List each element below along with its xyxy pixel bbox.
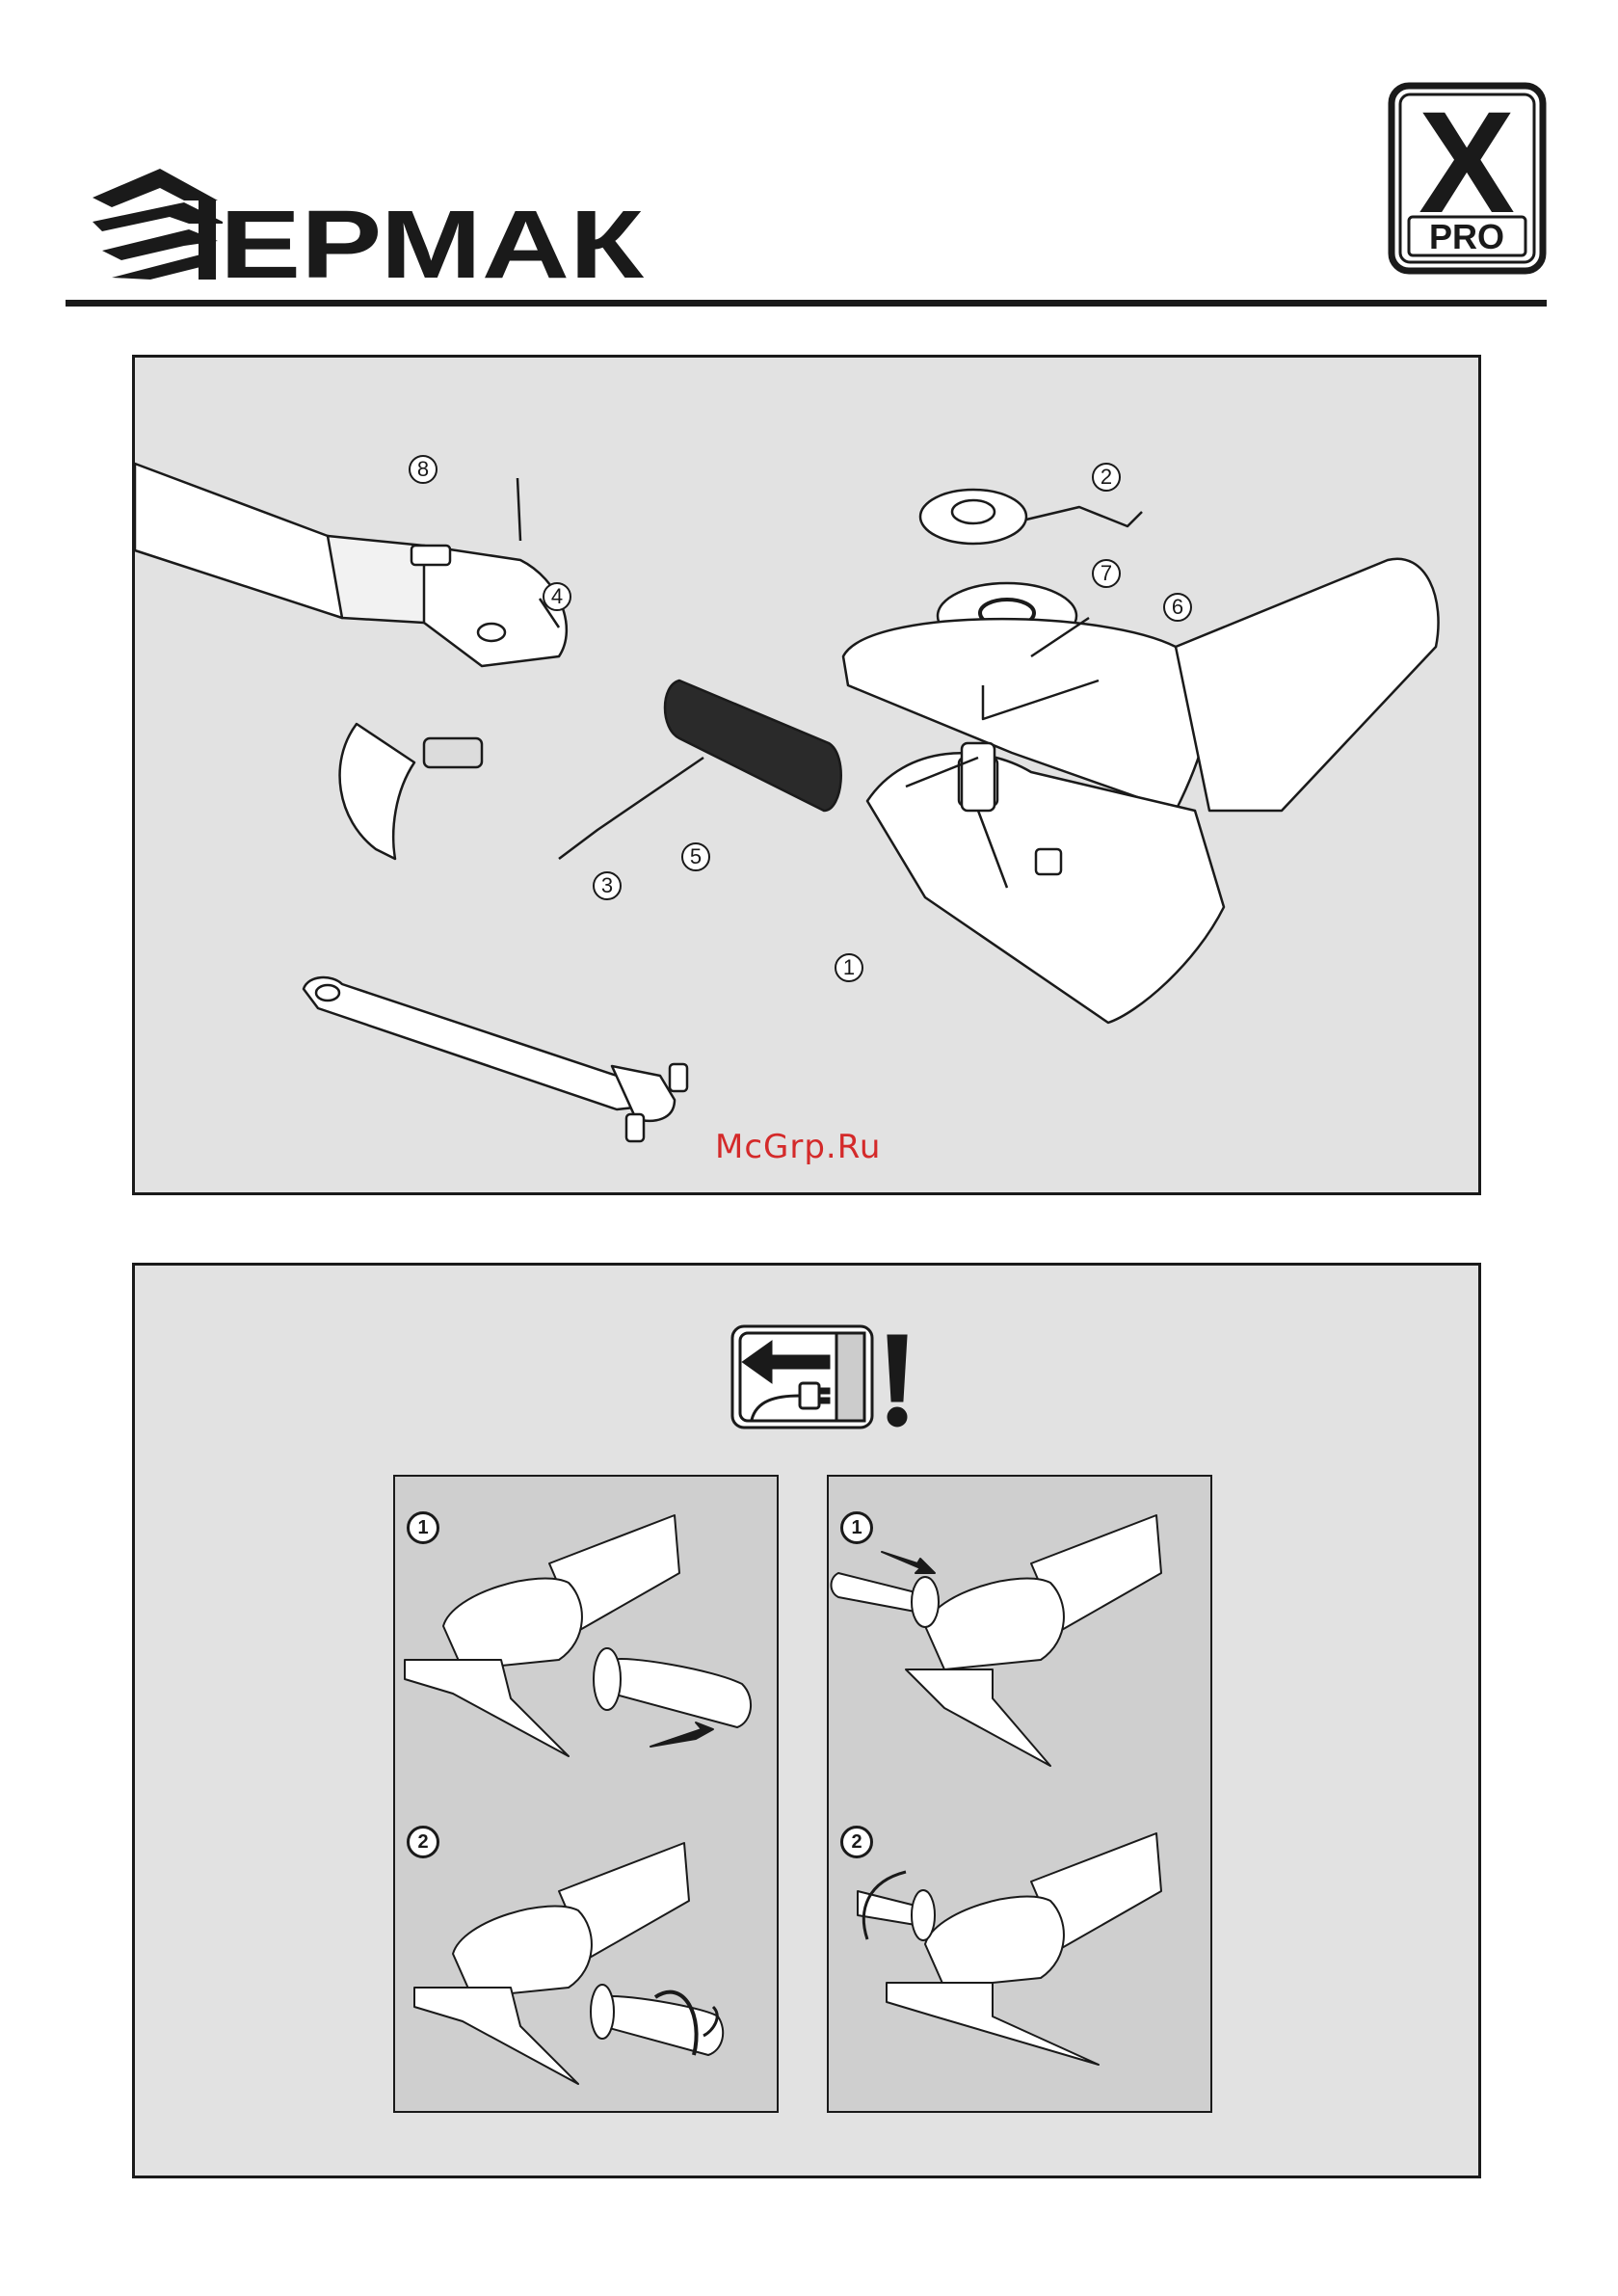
- x-pro-badge: X PRO: [1388, 82, 1547, 275]
- header-rule: [66, 300, 1547, 307]
- ermak-logo: ЕРМАК: [93, 164, 651, 284]
- badge-pro: PRO: [1429, 217, 1504, 256]
- part-label-2: 2: [1092, 463, 1121, 492]
- parts-diagram: [135, 358, 1484, 1198]
- unplug-before-service-icon: [135, 1266, 1484, 1478]
- part-label-3: 3: [593, 871, 622, 900]
- handle-install-right-illustration: [829, 1477, 1214, 2115]
- part-label-1: 1: [835, 953, 863, 982]
- brand-wordmark: ЕРМАК: [220, 191, 645, 299]
- part-label-4: 4: [543, 582, 571, 611]
- part-label-8: 8: [409, 455, 438, 484]
- handle-install-right-panel: 1 2: [827, 1475, 1212, 2113]
- part-label-7: 7: [1092, 559, 1121, 588]
- part-label-6: 6: [1163, 593, 1192, 622]
- watermark: McGrp.Ru: [715, 1128, 881, 1166]
- part-label-5: 5: [681, 842, 710, 871]
- parts-diagram-panel: 8 4 5 3 2 7 6 1: [132, 355, 1481, 1195]
- handle-install-left-illustration: [395, 1477, 781, 2115]
- handle-installation-panel: 1 2 1 2: [132, 1263, 1481, 2178]
- handle-install-left-panel: 1 2: [393, 1475, 779, 2113]
